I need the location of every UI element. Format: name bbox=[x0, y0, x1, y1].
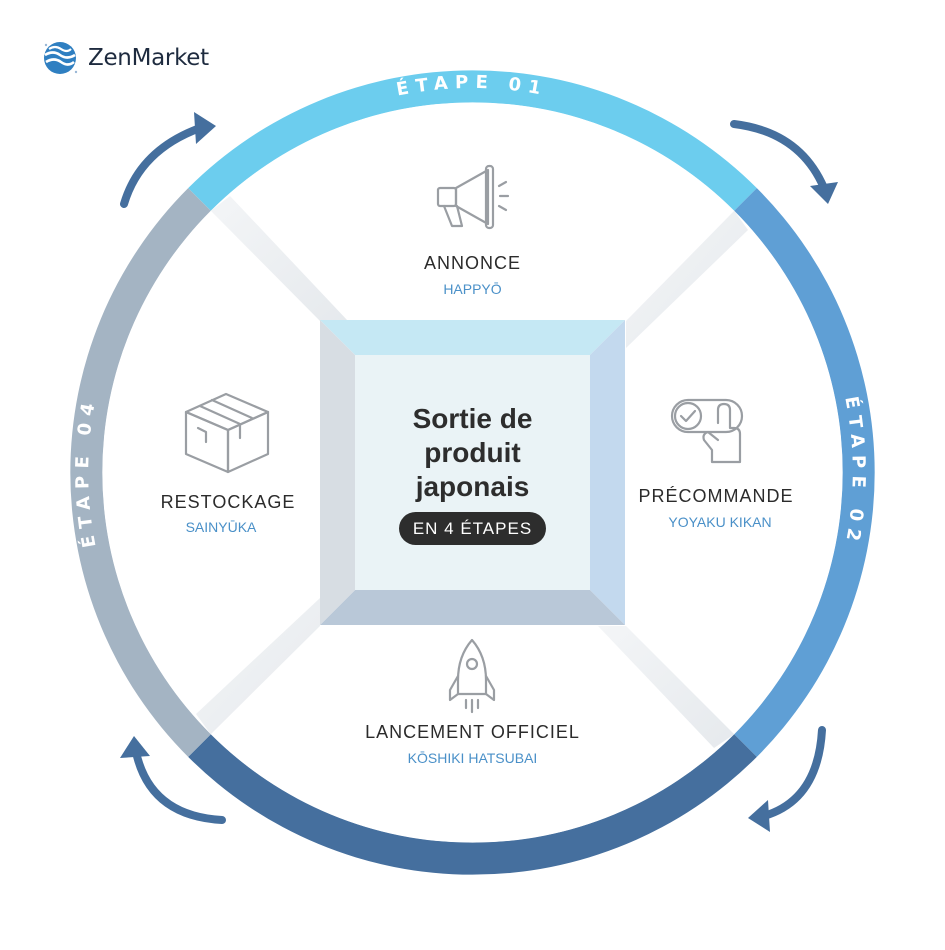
diagonal-spokes bbox=[196, 196, 748, 748]
ring-segment-etape-01 bbox=[188, 70, 757, 211]
step-subtitle-koshiki-hatsubai: KŌSHIKI HATSUBAI bbox=[408, 750, 538, 766]
step-subtitle-sainyuka: SAINYŪKA bbox=[186, 519, 257, 535]
step-subtitle-yoyaku-kikan: YOYAKU KIKAN bbox=[668, 514, 771, 530]
center-badge-label: EN 4 ÉTAPES bbox=[413, 519, 532, 538]
step-lancement-officiel: LANCEMENT OFFICIEL KŌSHIKI HATSUBAI bbox=[365, 638, 580, 766]
curved-arrow-icon bbox=[120, 736, 226, 824]
megaphone-icon bbox=[436, 164, 510, 230]
ring-segment-etape-03 bbox=[188, 734, 757, 875]
step-restockage: RESTOCKAGE SAINYŪKA bbox=[161, 392, 296, 535]
cycle-arrows bbox=[120, 112, 838, 832]
step-precommande: PRÉCOMMANDE YOYAKU KIKAN bbox=[638, 398, 793, 530]
center-title-line-2: produit bbox=[424, 437, 520, 468]
step-title-precommande: PRÉCOMMANDE bbox=[638, 486, 793, 506]
box-icon bbox=[184, 392, 270, 474]
center-title-line-1: Sortie de bbox=[413, 403, 533, 434]
zenmarket-logo-icon bbox=[44, 42, 78, 74]
ring-segment-etape-02 bbox=[734, 188, 875, 757]
step-title-annonce: ANNONCE bbox=[424, 253, 521, 273]
brand-name: ZenMarket bbox=[88, 45, 209, 71]
curved-arrow-icon bbox=[120, 112, 216, 208]
brand-logo: ZenMarket bbox=[40, 38, 209, 78]
center-box bbox=[320, 320, 625, 625]
step-subtitle-happyo: HAPPYŌ bbox=[443, 281, 501, 297]
rocket-icon bbox=[448, 638, 496, 714]
center-badge bbox=[399, 512, 546, 545]
step-title-lancement-officiel: LANCEMENT OFFICIEL bbox=[365, 722, 580, 742]
step-title-restockage: RESTOCKAGE bbox=[161, 492, 296, 512]
curved-arrow-icon bbox=[730, 120, 838, 204]
hand-check-icon bbox=[670, 398, 744, 464]
ring-segment-etape-04 bbox=[70, 188, 211, 757]
curved-arrow-icon bbox=[748, 726, 826, 832]
step-annonce: ANNONCE HAPPYŌ bbox=[424, 164, 521, 297]
center-title-line-3: japonais bbox=[415, 471, 530, 502]
